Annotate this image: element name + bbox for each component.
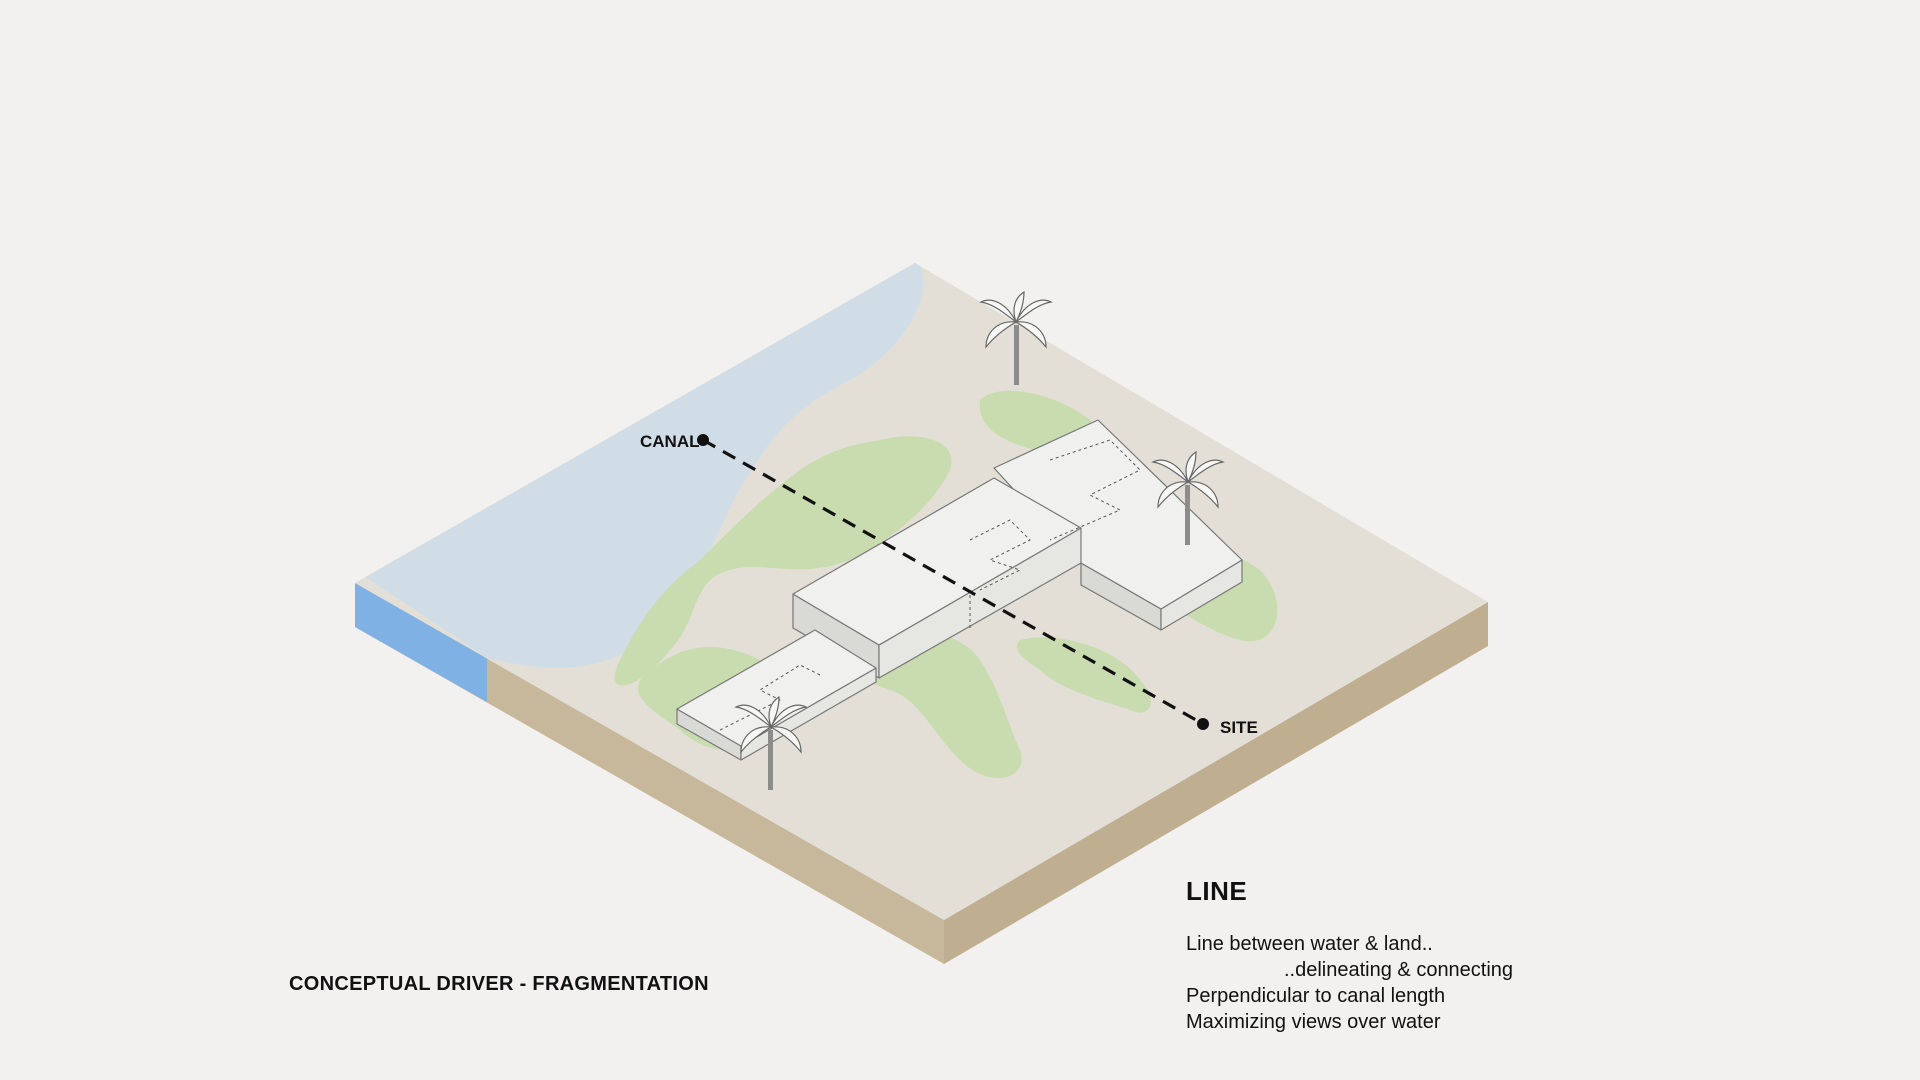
canal-point	[697, 434, 709, 446]
notes-line: Line between water & land..	[1186, 933, 1433, 955]
notes-line: ..delineating & connecting	[1284, 959, 1514, 981]
palm-tree-south	[734, 695, 808, 790]
palm-trees	[734, 290, 1225, 790]
building-block-south	[676, 629, 877, 761]
diagram-caption: CONCEPTUAL DRIVER - FRAGMENTATION	[289, 973, 709, 995]
palm-tree-north	[979, 290, 1053, 385]
notes-line: Maximizing views over water	[1186, 1011, 1441, 1033]
building-volumes	[676, 419, 1243, 761]
notes-panel: LINE Line between water & land.. ..delin…	[1186, 876, 1706, 1035]
site-label: SITE	[1220, 718, 1258, 737]
interior-partitions	[719, 439, 1141, 731]
canal-site-dashed-line	[702, 438, 1204, 726]
ground-side-left	[355, 583, 944, 964]
building-block-middle	[792, 477, 1082, 679]
ground-side-right	[944, 602, 1488, 964]
canal-water	[355, 263, 924, 668]
palm-tree-east	[1151, 450, 1225, 545]
notes-heading: LINE	[1186, 876, 1248, 906]
canal-label: CANAL	[640, 432, 700, 451]
site-point	[1197, 718, 1209, 730]
water-edge	[355, 583, 487, 702]
axis-line: CANAL SITE	[640, 432, 1258, 737]
notes-line: Perpendicular to canal length	[1186, 985, 1446, 1007]
